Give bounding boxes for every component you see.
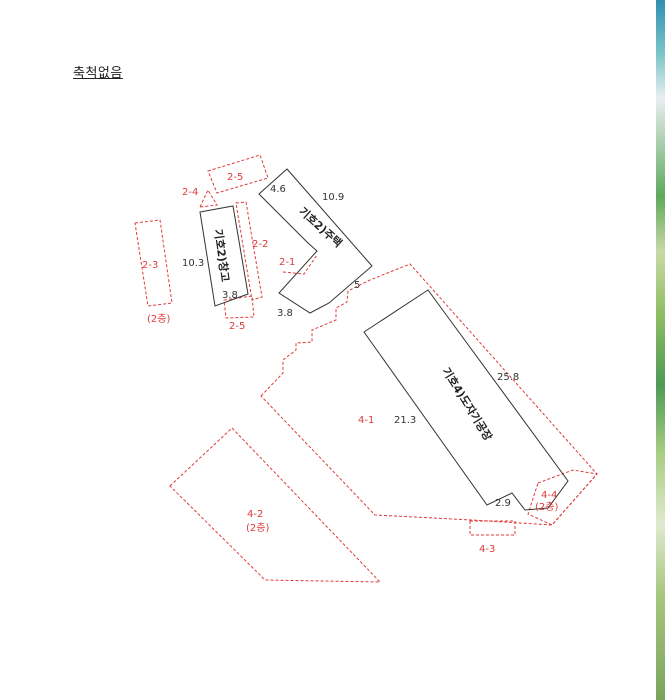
label-2-4: 2-4 bbox=[182, 187, 198, 198]
dim-house-long: 10.9 bbox=[322, 192, 344, 203]
dim-warehouse-side: 10.3 bbox=[182, 258, 204, 269]
label-2-5-bottom: 2-5 bbox=[229, 321, 245, 332]
label-2-3: 2-3 bbox=[142, 260, 158, 271]
parcel-4-3-outline bbox=[469, 520, 516, 536]
warehouse-name: 기호2)창고 bbox=[211, 228, 232, 283]
label-4-2-floor: (2층) bbox=[246, 522, 269, 534]
label-2-3-floor: (2층) bbox=[147, 313, 170, 325]
house-outline bbox=[258, 168, 373, 314]
parcel-2-3-outline bbox=[134, 219, 173, 307]
parcel-4-1-outline bbox=[260, 263, 598, 526]
parcel-2-4-outline bbox=[199, 188, 218, 208]
parcel-4-4-outline bbox=[527, 469, 598, 526]
label-4-4: 4-4 bbox=[541, 490, 557, 501]
parcel-4-2-outline bbox=[169, 427, 382, 583]
parcel-2-5-top-outline bbox=[207, 154, 269, 194]
scale-note: 축척없음 bbox=[73, 66, 123, 81]
parcel-2-1-outline bbox=[282, 254, 318, 275]
label-4-1: 4-1 bbox=[358, 415, 374, 426]
parcel-2-2-outline bbox=[235, 201, 263, 301]
background-window-edge bbox=[656, 0, 665, 700]
label-4-3: 4-3 bbox=[479, 544, 495, 555]
dim-factory-short: 21.3 bbox=[394, 415, 416, 426]
dim-house-short: 4.6 bbox=[270, 184, 286, 195]
dim-house-bottom: 3.8 bbox=[277, 308, 293, 319]
label-4-2: 4-2 bbox=[247, 509, 263, 520]
label-2-2: 2-2 bbox=[252, 239, 268, 250]
label-4-4-floor: (2층) bbox=[535, 501, 558, 513]
dim-warehouse-end: 3.8 bbox=[222, 290, 238, 301]
dim-factory-long: 25.8 bbox=[497, 372, 519, 383]
warehouse-outline bbox=[199, 205, 249, 307]
dim-house-step: 5 bbox=[354, 280, 360, 291]
label-2-1: 2-1 bbox=[279, 257, 295, 268]
factory-name: 기호4)도자기공장 bbox=[439, 365, 495, 443]
factory-outline bbox=[363, 289, 569, 511]
dim-factory-end: 2.9 bbox=[495, 498, 511, 509]
label-2-5-top: 2-5 bbox=[227, 172, 243, 183]
